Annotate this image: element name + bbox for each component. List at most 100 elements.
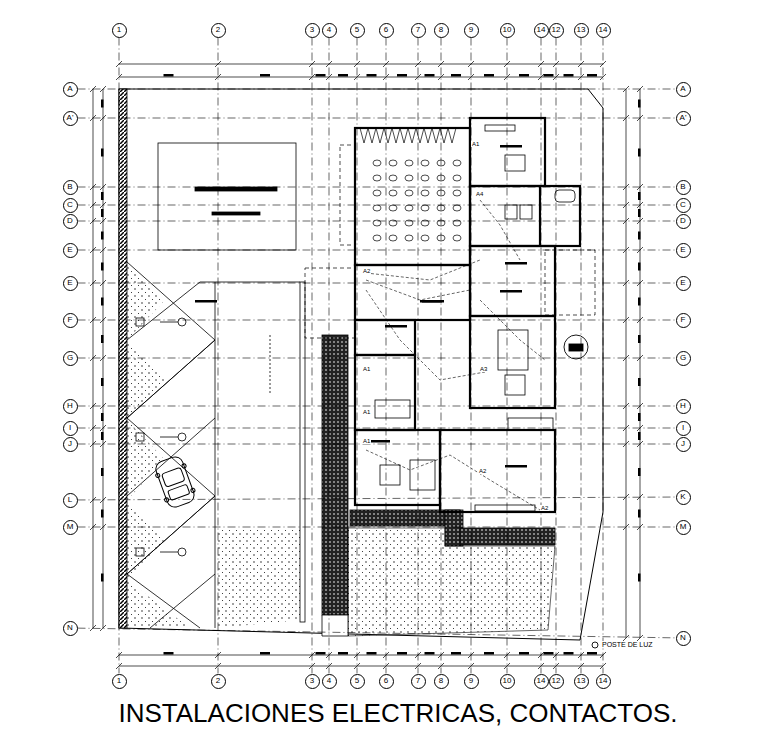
parking: [127, 282, 300, 340]
furniture: [505, 155, 525, 171]
grid-bubble: 6: [379, 674, 394, 689]
classroom-seats: [373, 235, 381, 241]
grid-bubble: 14: [596, 23, 611, 38]
dimension-mark: [638, 192, 641, 200]
dimension-mark: [587, 74, 597, 77]
parking: [215, 282, 216, 628]
car-symbol: [161, 467, 185, 487]
dimension-mark: [101, 335, 104, 343]
grid-axis-line: [471, 38, 472, 674]
dimension-line: [100, 355, 106, 361]
court: [158, 143, 296, 250]
car-symbol: [168, 484, 190, 500]
furniture: [555, 190, 575, 202]
grid-label: N: [67, 624, 73, 632]
furniture: [485, 125, 515, 131]
dimension-line: [100, 625, 106, 631]
dimension-mark: [338, 74, 348, 77]
building-walls: [470, 246, 555, 316]
car-symbol: [181, 463, 186, 468]
grid-label: H: [680, 402, 686, 410]
grid-bubble: 10: [500, 674, 515, 689]
grid-bubble: M: [63, 520, 78, 535]
grid-bubble: 8: [434, 23, 449, 38]
grid-label: J: [681, 440, 685, 448]
grid-axis-line: [541, 38, 542, 674]
dimension-mark: [638, 149, 641, 157]
classroom-seats: [389, 160, 397, 166]
grid-axis-line: [329, 38, 330, 674]
window-shades: [360, 128, 456, 143]
classroom-seats: [453, 235, 461, 241]
wiring: [366, 200, 545, 510]
grid-bubble: A: [676, 82, 691, 97]
parking: [127, 265, 190, 628]
grid-axis-line: [77, 628, 675, 638]
dimension-mark: [638, 335, 641, 343]
dimension-mark: [638, 100, 641, 108]
classroom-seats: [421, 160, 429, 166]
grid-label: K: [680, 493, 685, 501]
dimension-mark: [451, 652, 461, 655]
classroom-seats: [389, 190, 397, 196]
grid-label: 10: [503, 677, 512, 685]
dimension-line: [100, 425, 106, 431]
grid-label: 14: [599, 677, 608, 685]
grid-bubble: E: [676, 243, 691, 258]
grid-label: N: [680, 634, 686, 642]
grid-label: 4: [327, 677, 331, 685]
dimension-line: [100, 184, 106, 190]
lamp-symbol: [136, 548, 144, 556]
classroom-seats: [389, 175, 397, 181]
parking: [150, 574, 215, 628]
dimension-mark: [544, 652, 554, 655]
car-symbol: [155, 473, 160, 478]
grid-label: E: [67, 279, 72, 287]
grid-bubble: 4: [322, 23, 337, 38]
dimension-line: [90, 61, 643, 669]
grid-bubble: E: [63, 243, 78, 258]
classroom-seats: [421, 190, 429, 196]
parking: [127, 496, 215, 574]
grid-bubble: 6: [379, 23, 394, 38]
grid-label: 14: [537, 677, 546, 685]
window-shades: [360, 128, 456, 143]
furniture: [520, 205, 532, 219]
dimension-line: [100, 441, 106, 447]
garden: [218, 528, 555, 636]
dimension-mark: [101, 192, 104, 200]
grid-label: 13: [577, 677, 586, 685]
grid-label: 7: [416, 677, 420, 685]
walkway: [322, 335, 348, 615]
grid-bubble: M: [676, 520, 691, 535]
grid-label: 13: [577, 26, 586, 34]
grid-axis-line: [78, 89, 676, 90]
grid-bubble: N: [63, 621, 78, 636]
grid-axis-line: [507, 38, 508, 674]
dimension-mark: [500, 145, 522, 148]
grid-label: H: [67, 402, 73, 410]
grid-label: A': [67, 114, 74, 122]
dimension-mark: [367, 652, 377, 655]
grid-label: 2: [216, 677, 220, 685]
building-walls: [355, 265, 470, 320]
grid-bubble: 8: [434, 674, 449, 689]
dimension-mark: [101, 510, 104, 518]
dimension-mark: [101, 232, 104, 240]
dimension-line: [119, 64, 603, 65]
dimension-line: [100, 403, 106, 409]
grid-bubble: B: [63, 180, 78, 195]
grid-bubble: F: [676, 313, 691, 328]
grid-axis-line: [603, 38, 604, 674]
grid-label: M: [67, 523, 74, 531]
grid-bubble: 12: [549, 23, 564, 38]
dimension-mark: [385, 325, 407, 328]
dimension-line: [100, 218, 106, 224]
grid-axis-line: [357, 38, 358, 674]
grid-bubble: C: [676, 198, 691, 213]
lamp-symbol: [160, 437, 178, 438]
lamp-symbol: [178, 548, 186, 556]
grid-bubble: D: [63, 214, 78, 229]
grid-label: L: [68, 496, 72, 504]
